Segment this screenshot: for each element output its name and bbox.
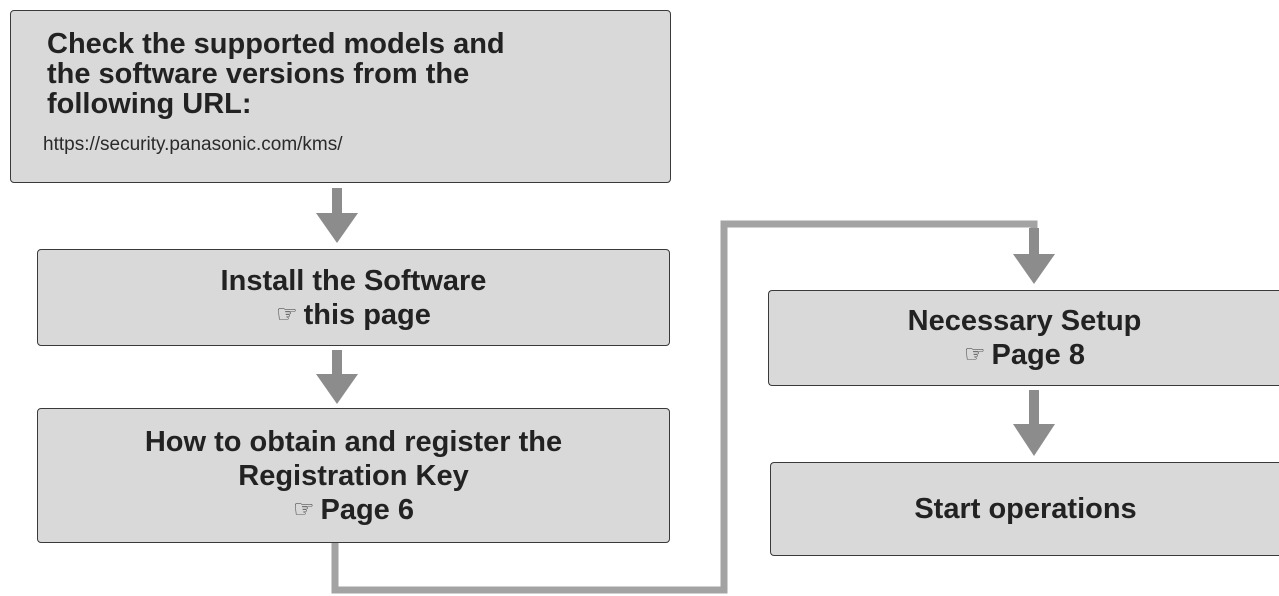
pointing-hand-icon: ☞ [276, 300, 298, 328]
pointing-hand-icon: ☞ [963, 341, 986, 368]
step-register-line: Registration Key [238, 459, 469, 492]
pointing-hand-icon: ☞ [292, 495, 315, 523]
step-start-operations: Start operations [770, 462, 1279, 556]
step-install-software: Install the Software ☞ this page [37, 249, 670, 346]
support-url[interactable]: https://security.panasonic.com/kms/ [43, 134, 343, 155]
reference-text: Page 6 [320, 493, 415, 526]
step-setup-title: Necessary Setup [907, 305, 1142, 337]
page-reference[interactable]: ☞ Page 6 [293, 493, 414, 527]
step-check-models: Check the supported models and the softw… [10, 10, 671, 183]
step-registration-key: How to obtain and register the Registrat… [37, 408, 670, 543]
title-line: the software versions from the [47, 58, 470, 90]
step-install-title: Install the Software [220, 264, 487, 297]
reference-text: Page 8 [991, 339, 1086, 371]
step-necessary-setup: Necessary Setup ☞ Page 8 [768, 290, 1279, 386]
page-reference[interactable]: ☞ this page [276, 298, 431, 332]
title-line: Check the supported models and [47, 28, 505, 60]
step-check-title: Check the supported models and the softw… [47, 29, 670, 119]
step-register-line: How to obtain and register the [144, 425, 563, 458]
reference-text: this page [303, 298, 431, 331]
arrow-down-icon [1013, 228, 1055, 284]
page-reference[interactable]: ☞ Page 8 [964, 338, 1085, 372]
arrow-down-icon [1013, 390, 1055, 456]
arrow-down-icon [316, 188, 358, 243]
arrow-down-icon [316, 350, 358, 404]
step-start-title: Start operations [914, 493, 1137, 525]
title-line: following URL: [47, 88, 252, 120]
